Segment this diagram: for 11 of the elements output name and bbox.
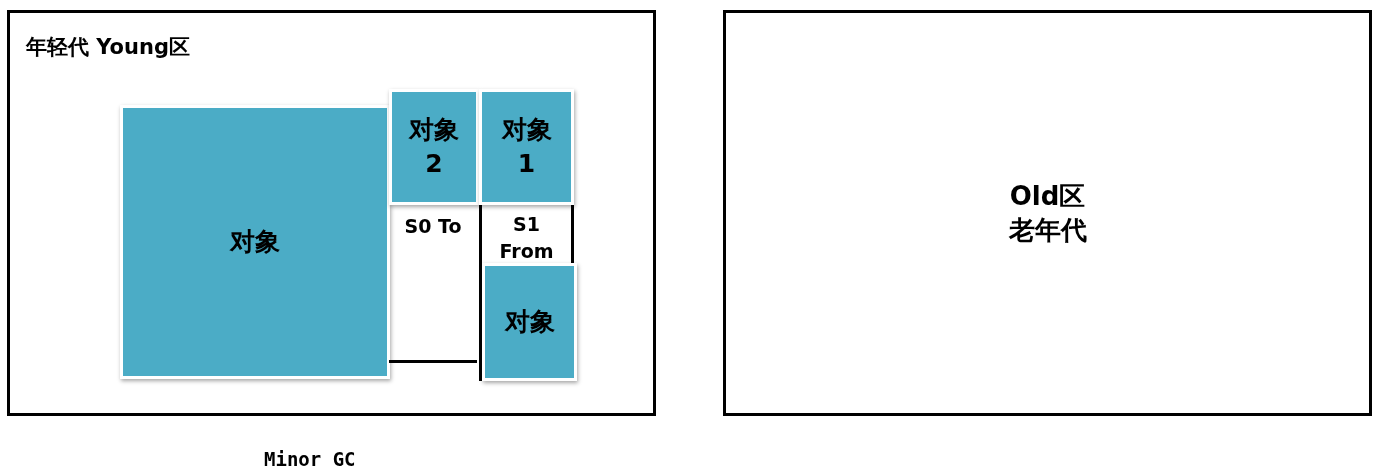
object-block: 对象 2	[389, 89, 479, 205]
region-title: Old区老年代	[1007, 180, 1088, 247]
object-block: 对象	[120, 105, 390, 379]
region-title: 年轻代 Young区	[26, 34, 190, 61]
object-block: 对象 1	[479, 89, 574, 205]
young-generation-box	[7, 10, 656, 416]
survivor-label: S1 From	[498, 212, 555, 264]
old-generation-box	[723, 10, 1372, 416]
survivor-space	[479, 205, 574, 381]
object-block: 对象	[482, 263, 577, 381]
caption-text: Minor GC	[264, 448, 356, 470]
